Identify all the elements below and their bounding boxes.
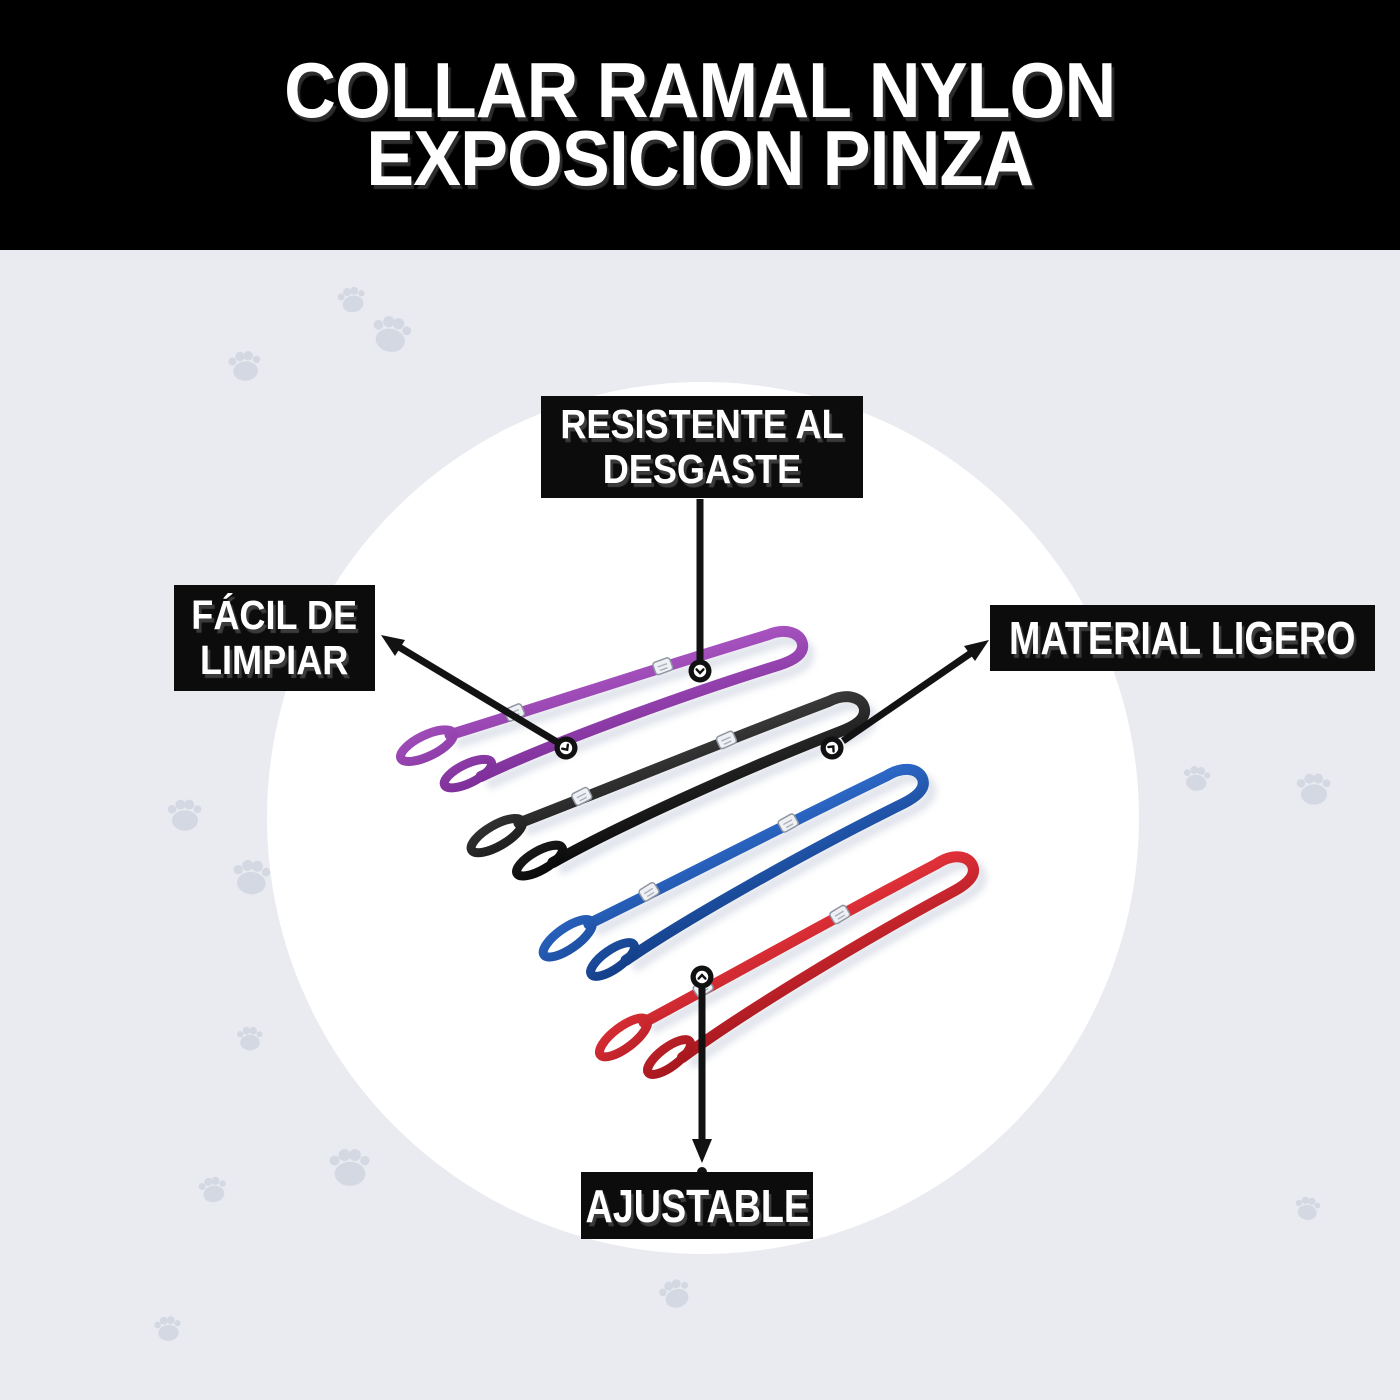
page-title: COLLAR RAMAL NYLON EXPOSICION PINZA [284, 46, 1116, 202]
paw-icon [1181, 764, 1212, 793]
paw-icon [656, 1276, 694, 1312]
callout-facil-de-limpiar: FÁCIL DE LIMPIAR [174, 585, 375, 691]
feature-marker-resistente [688, 659, 712, 683]
callout-connectors [397, 499, 973, 1142]
arrow-icon [964, 640, 989, 661]
paw-icon [231, 858, 272, 896]
feature-marker-facil [554, 736, 578, 760]
paw-icon [153, 1315, 183, 1343]
callout-label: MATERIAL LIGERO [1009, 612, 1356, 664]
lead-purple [396, 626, 815, 793]
paw-icon [1296, 773, 1331, 805]
callout-label: AJUSTABLE [585, 1179, 809, 1232]
callout-line-material [841, 650, 973, 744]
callout-label: RESISTENTE AL DESGASTE [560, 400, 844, 492]
product-circle-backdrop [267, 382, 1139, 1254]
header-band: COLLAR RAMAL NYLON EXPOSICION PINZA [0, 0, 1400, 250]
callout-material-ligero: MATERIAL LIGERO [990, 605, 1375, 671]
paw-icon [197, 1175, 229, 1205]
feature-marker-material [820, 736, 844, 760]
lead-red [594, 851, 987, 1079]
paw-icon [167, 799, 202, 831]
paw-icon [336, 285, 368, 315]
callout-ajustable: AJUSTABLE [581, 1172, 813, 1239]
arrow-icon [381, 635, 405, 656]
callout-resistente-al-desgaste: RESISTENTE AL DESGASTE [541, 396, 863, 498]
page-title-line2: EXPOSICION PINZA [366, 114, 1034, 202]
paw-icon [227, 350, 262, 383]
arrow-icon [692, 1139, 712, 1163]
lead-black [466, 691, 877, 881]
paw-icon [236, 1026, 263, 1051]
paw-icon [1293, 1195, 1322, 1222]
feature-marker-ajustable [690, 965, 714, 989]
paw-icon [368, 313, 414, 356]
page-title-line1: COLLAR RAMAL NYLON [284, 46, 1116, 135]
lead-blue [538, 763, 937, 981]
callout-label: FÁCIL DE LIMPIAR [191, 591, 358, 683]
paw-icon [329, 1149, 370, 1186]
callout-line-facil [397, 644, 559, 745]
